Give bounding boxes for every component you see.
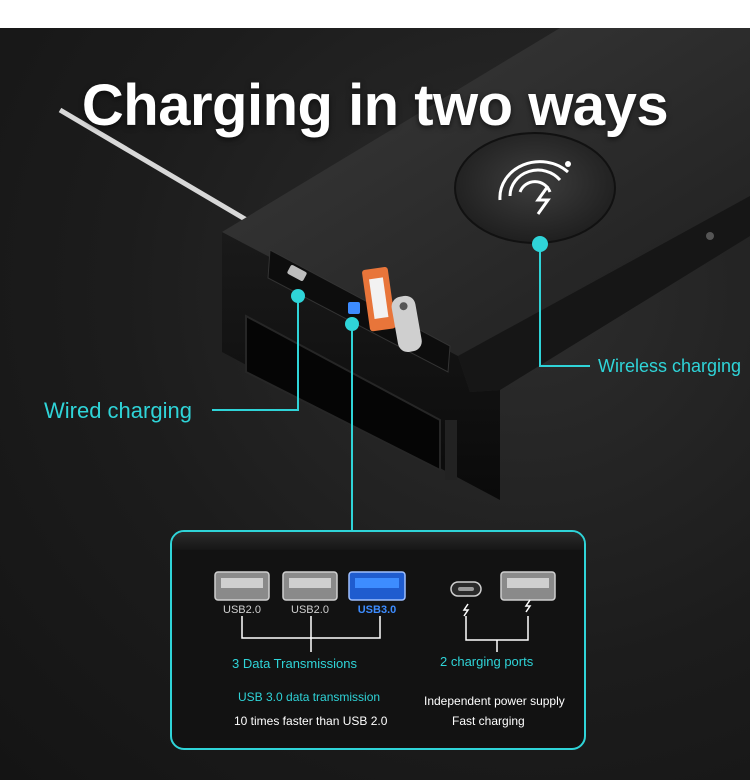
- ports-diagram: [214, 571, 556, 652]
- port-label: USB2.0: [223, 604, 261, 616]
- usb-c-charging-port: [450, 581, 482, 597]
- wireless-charging-label: Wireless charging: [598, 356, 742, 376]
- wireless-charging-pad: [454, 132, 616, 244]
- port-label: USB2.0: [291, 604, 329, 616]
- panel-top-edge: [172, 532, 584, 550]
- data-group-label: 3 Data Transmissions: [232, 656, 357, 671]
- stand-leg: [445, 420, 457, 480]
- wired-callout-line: [212, 296, 299, 411]
- usb2-port-1: [214, 571, 270, 601]
- lightning-icon: [462, 603, 470, 617]
- wireless-charging-icon: [498, 160, 569, 215]
- side-button: [706, 232, 714, 240]
- top-white-strip: [0, 0, 750, 28]
- wired-callout-dot: [291, 289, 305, 303]
- usb-drive-orange: [362, 267, 396, 332]
- data-ports-bracket: [241, 616, 381, 652]
- power-note: Independent power supply: [424, 694, 565, 708]
- wireless-callout-line: [539, 244, 590, 367]
- fast-charging-note: Fast charging: [452, 714, 525, 728]
- ports-detail-panel: USB2.0 USB2.0 USB3.0 3 Data Transmission…: [170, 530, 586, 750]
- lightning-icon: [524, 599, 532, 613]
- usb2-port-2: [282, 571, 338, 601]
- stand-front-slot: [245, 314, 441, 472]
- stand-side-face: [458, 196, 750, 392]
- usb3-port-icon: [348, 302, 360, 314]
- port-label-usb3: USB3.0: [357, 604, 397, 616]
- usb3-note: USB 3.0 data transmission: [238, 690, 381, 704]
- usb-a-charging-port: [500, 571, 556, 601]
- usb3-port: [348, 571, 406, 601]
- wireless-callout-dot: [532, 236, 548, 252]
- wired-charging-label: Wired charging: [44, 398, 192, 423]
- charging-group-label: 2 charging ports: [440, 654, 534, 669]
- speed-note: 10 times faster than USB 2.0: [234, 714, 388, 728]
- usb-drive-silver: [391, 295, 422, 353]
- charging-ports-bracket: [465, 616, 529, 652]
- indicator-dot: [565, 161, 571, 167]
- power-cable: [58, 107, 252, 225]
- usb-c-port-icon: [287, 265, 307, 281]
- ports-callout-dot: [345, 317, 359, 331]
- page-title: Charging in two ways: [81, 73, 669, 138]
